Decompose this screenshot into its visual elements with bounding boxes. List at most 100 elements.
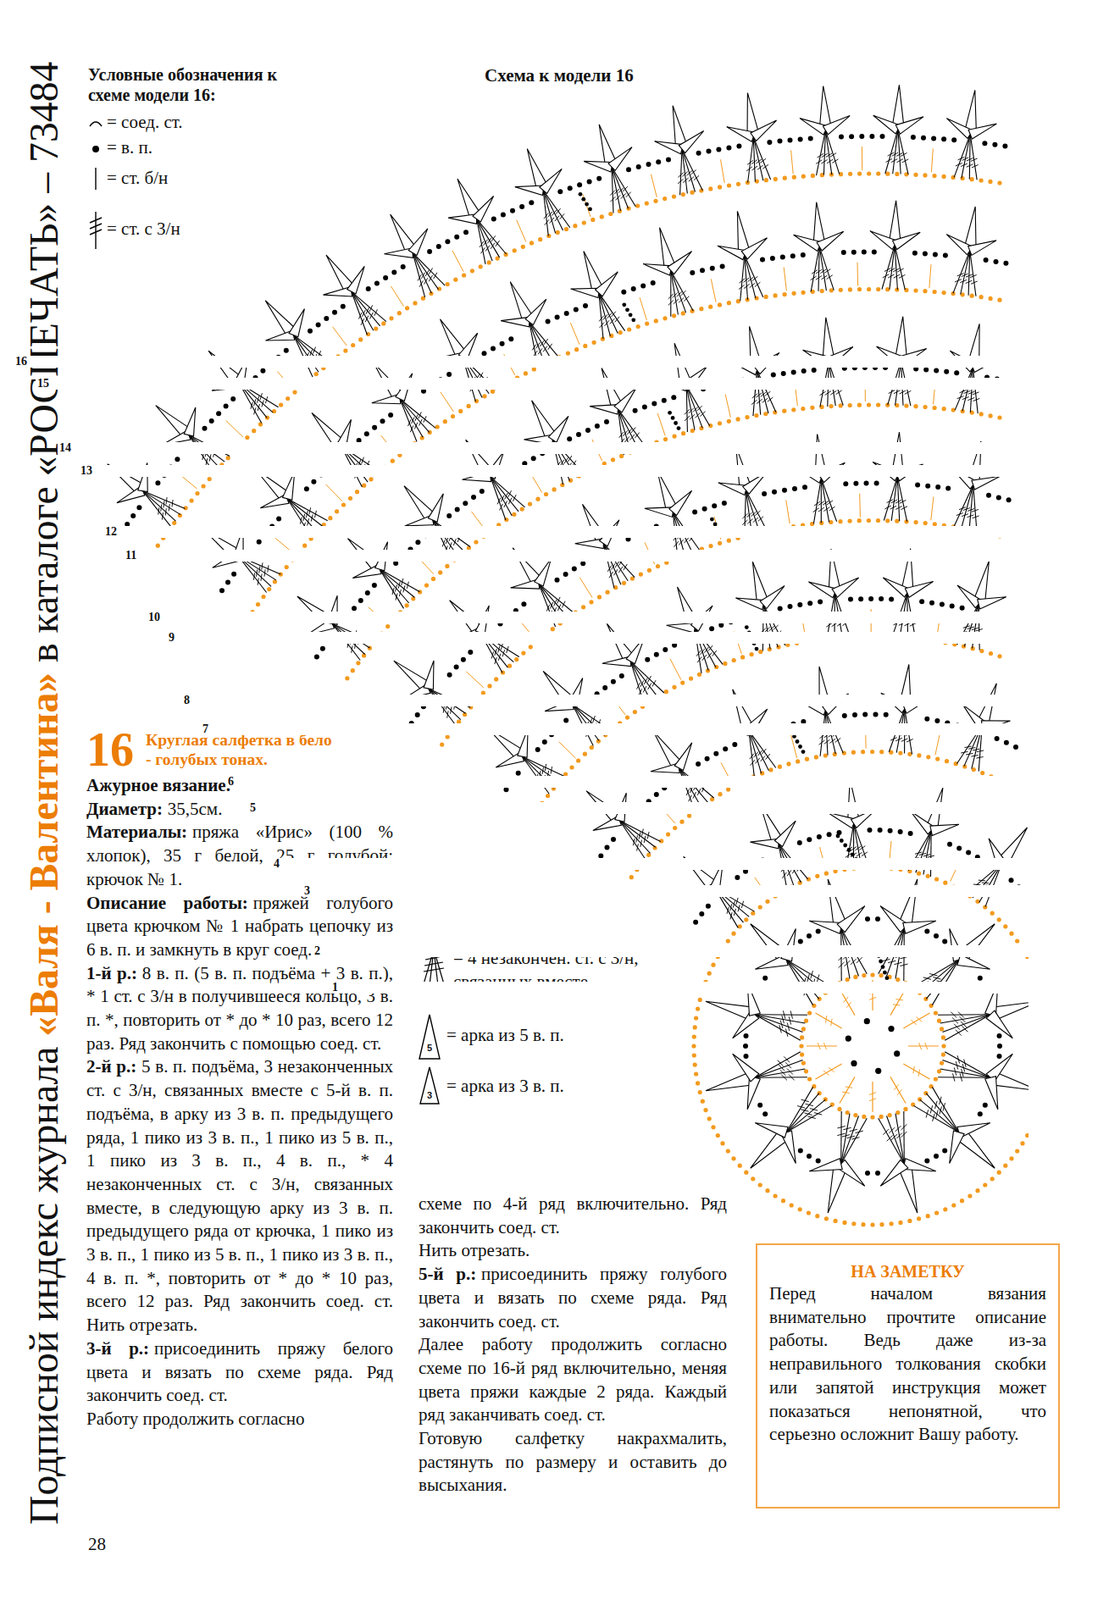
chain-dot [651,401,657,407]
treble-tick [158,507,160,515]
treble-tick [823,1070,830,1076]
chain-dot [644,201,649,206]
treble-stitch [287,499,323,527]
chain-dot [618,330,623,335]
picot-arc [667,251,693,275]
chain-dot [582,303,588,309]
treble-tick [861,852,868,857]
treble-tick [754,282,761,287]
chain-dot [932,405,938,411]
treble-stitch [143,491,177,522]
chain-dot [350,668,355,673]
treble-stitch [953,250,971,294]
chain-dot [866,287,871,292]
treble-tick [962,1025,969,1032]
chain-dot [665,156,671,162]
treble-tick [981,882,990,885]
chain-dot [864,1170,871,1176]
treble-tick [970,755,978,758]
chain-dot [742,1043,749,1049]
chain-dot [507,664,512,669]
treble-stitch [399,399,430,433]
chain-dot [737,924,743,929]
chain-dot [941,1043,946,1048]
chain-dot [381,321,386,326]
chain-dot [371,425,378,431]
chain-dot [617,209,622,214]
treble-tick [414,422,417,430]
chain-dot [482,393,487,399]
treble-tick [751,399,758,405]
treble-tick [642,829,644,837]
chain-dot [587,178,593,184]
chain-dot [717,302,722,307]
chain-dot [640,283,646,289]
chain-dot [806,837,812,843]
picot-arc [837,906,865,933]
chain-dot [942,1207,948,1212]
chain-dot [589,745,594,750]
treble-tick [564,457,569,464]
treble-tick [395,584,398,592]
treble-tick [962,397,970,400]
chain-dot [838,403,843,408]
treble-tick [957,1055,960,1064]
treble-tick [305,510,308,518]
chain-dot [574,347,579,352]
treble-tick [619,432,624,439]
treble-stitch [972,367,978,414]
treble-tick [550,766,553,774]
treble-tick [884,505,892,510]
treble-stitch [618,409,646,447]
treble-tick [909,623,917,627]
chain-dot [679,820,684,825]
chain-dot [916,1216,921,1221]
chain-dot [887,1113,893,1118]
chain-dot [302,543,307,549]
treble-tick [638,831,641,839]
single-crochet [579,577,593,599]
treble-stitch [143,491,182,516]
treble-stitch [970,250,976,297]
chain-dot [809,405,815,411]
chain-dot [661,398,667,404]
treble-tick [702,654,707,661]
chain-dot [920,135,926,141]
chain-dot [965,850,971,856]
chain-dot [1003,1164,1008,1169]
treble-tick [259,565,261,573]
chain-dot [594,423,600,429]
chain-dot [941,1035,946,1040]
chain-dot [278,572,283,577]
chain-dot [726,1148,731,1154]
chain-dot [857,171,862,177]
chain-dot [260,368,266,374]
picot-arc [904,582,933,599]
treble-tick [747,519,753,525]
chain-dot [777,605,783,611]
treble-stitch [891,476,898,522]
chain-dot [994,736,1000,742]
chain-dot [898,751,903,756]
chain-dot [400,264,406,270]
chain-dot [800,252,806,258]
chain-dot [792,486,798,492]
chain-dot [824,871,829,877]
chain-dot [720,1141,725,1146]
chain-dot [554,315,560,321]
chain-dot [528,199,534,206]
chain-dot [868,596,874,602]
chain-dot [829,288,834,293]
chain-dot [942,939,948,945]
chain-dot [860,1222,865,1227]
chain-dot [922,172,927,178]
treble-tick [859,846,865,851]
treble-stitch [973,485,977,532]
chain-dot [853,975,858,980]
chain-dot [272,579,278,584]
chain-dot [758,904,763,910]
treble-tick [738,284,745,289]
picot-arc [534,558,552,587]
treble-stitch [815,1064,843,1080]
chain-dot [947,842,953,848]
